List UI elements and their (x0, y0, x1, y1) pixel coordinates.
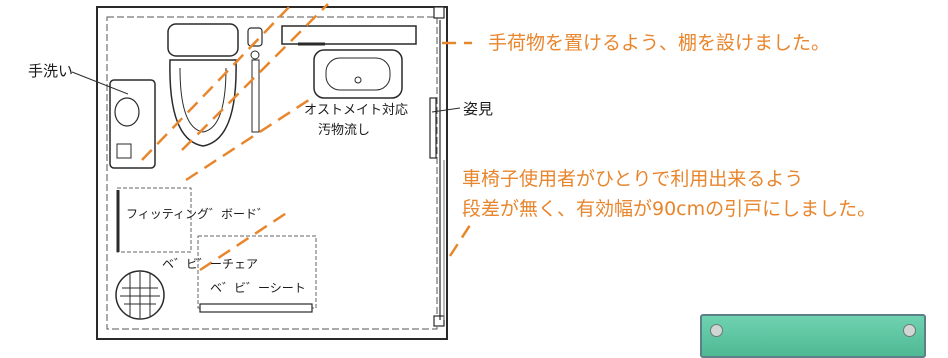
floor-plan (71, 3, 474, 340)
toilet-seat (179, 67, 227, 133)
grab-bar (247, 27, 263, 47)
shelf (281, 25, 417, 45)
ostomate-label: オストメイト対応 (304, 103, 409, 118)
ostomate-basin (325, 57, 391, 91)
hand-wash-leader (71, 71, 129, 95)
paper-holder (250, 50, 260, 60)
toilet-bowl (169, 59, 237, 147)
bolt-icon (903, 324, 916, 337)
vertical-grab-bar (251, 59, 260, 133)
corner-post (433, 6, 445, 19)
annotation-lines (141, 3, 474, 272)
toilet-tank (167, 23, 239, 57)
hand-wash-label: 手洗い (28, 62, 74, 80)
mirror (429, 97, 437, 159)
hand-wash-basin (114, 97, 140, 127)
shelf-note: 手荷物を置けるよう、棚を設けました。 (488, 32, 831, 54)
drain (354, 76, 362, 84)
mirror-leader (431, 107, 461, 113)
sign-plate (700, 314, 926, 358)
baby-chair-label: ベ゛ビ゛ーチェア (162, 257, 259, 271)
corner-post (433, 315, 445, 327)
baby-chair (115, 270, 165, 320)
faucet (116, 143, 132, 159)
outer-wall (96, 6, 448, 340)
baby-sheet-label: ベ゛ビ゛ーシート (210, 281, 306, 295)
inner-wall (106, 16, 438, 330)
fitting-board-label: フィッティング゛ボード゛ (126, 207, 270, 221)
baby-sheet (197, 235, 317, 309)
bolt-icon (710, 324, 723, 337)
door-note-line1: 車椅子使用者がひとりで利用出来るよう (462, 168, 804, 190)
door-note-line2: 段差が無く、有効幅が90cmの引戸にしました。 (462, 198, 877, 220)
mirror-label: 姿見 (463, 100, 494, 118)
sink-label: 汚物流し (318, 123, 371, 138)
baby-sheet-edge (199, 303, 313, 313)
